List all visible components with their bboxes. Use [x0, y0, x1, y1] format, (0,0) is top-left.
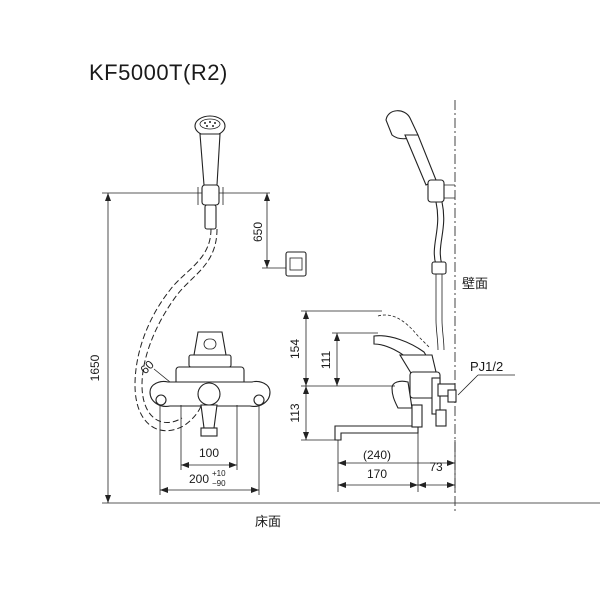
wall-hook: [285, 251, 307, 277]
floor-label: 床面: [255, 514, 281, 529]
dim-body-height-value: 111: [319, 351, 333, 370]
dim-reach-value: 170: [367, 467, 387, 481]
dim-reach-total-value: (240): [363, 448, 391, 462]
pipe-label: PJ1/2: [457, 359, 515, 396]
dim-lever-height-value: 154: [288, 339, 302, 359]
model-title: KF5000T(R2): [89, 60, 228, 85]
dim-hook-drop-value: 650: [251, 222, 265, 242]
hose-side: [433, 201, 445, 266]
shower-head-side: [385, 110, 455, 203]
dim-pitch-value: 100: [199, 446, 219, 460]
dim-width-value: 200: [189, 472, 209, 486]
side-view: 壁面 PJ1/2: [288, 100, 515, 512]
faucet-front: [149, 331, 271, 437]
pipe-label-text: PJ1/2: [470, 359, 503, 374]
dim-spout-height-value: 113: [288, 403, 302, 422]
front-view: 1650 650: [88, 115, 600, 504]
dim-width-tol-minus: −90: [212, 479, 226, 488]
dim-total-height: 1650: [88, 192, 600, 504]
faucet-side: [334, 354, 457, 441]
shower-head: [194, 115, 226, 230]
dim-width: 200 +10 −90: [159, 405, 260, 495]
dim-vertical-side: 154 111 113: [288, 310, 395, 441]
wall-label: 壁面: [462, 276, 488, 291]
dim-horizontal-side: (240) 170 73: [337, 433, 456, 492]
dim-total-height-value: 1650: [88, 354, 102, 381]
dim-width-tol-plus: +10: [212, 469, 226, 478]
dim-pitch: 100: [180, 405, 238, 470]
dim-hose-angle-value: 60: [137, 357, 157, 377]
hose: [134, 228, 212, 432]
dim-wall-offset-value: 73: [429, 460, 443, 474]
